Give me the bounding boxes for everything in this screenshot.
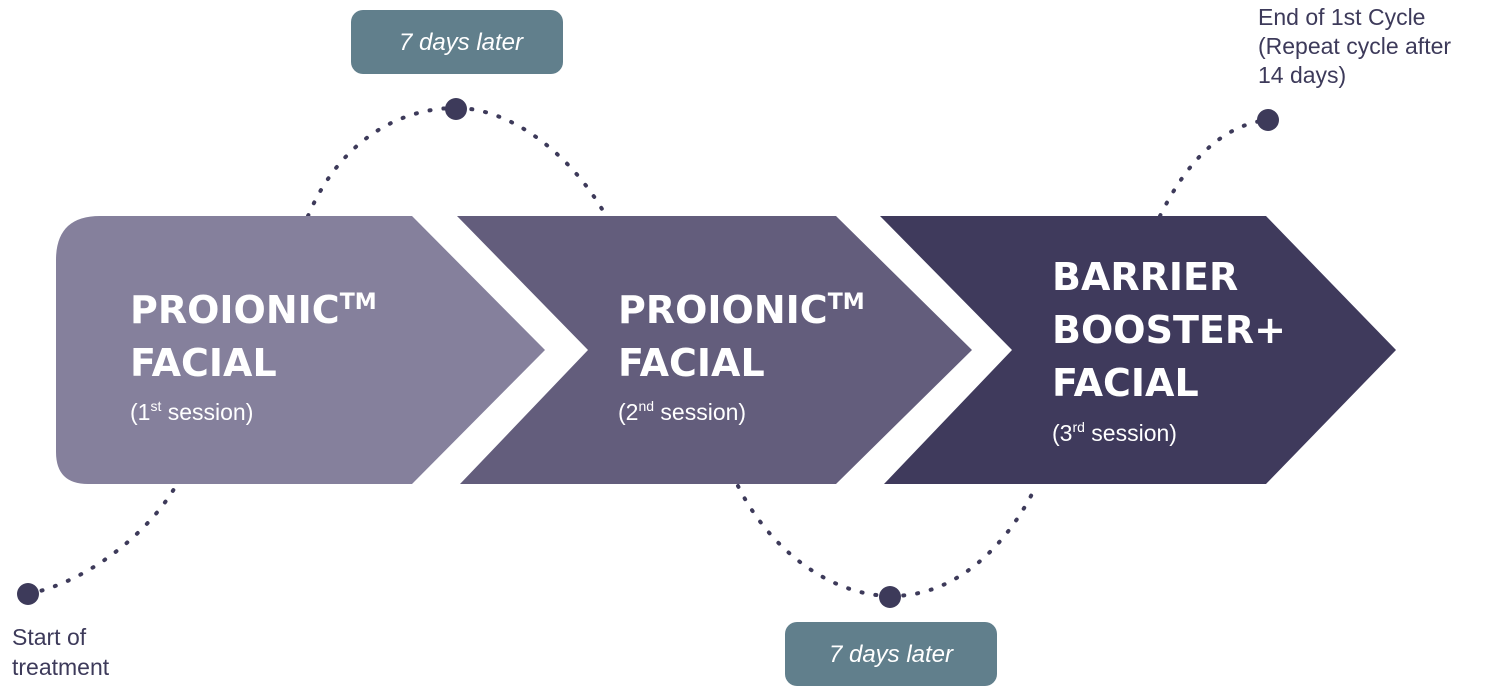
interval-tag-top-box xyxy=(351,10,563,74)
interval-tag-top: 7 days later xyxy=(351,10,563,74)
step-2-title-line2: FACIAL xyxy=(618,341,765,385)
timeline-dots xyxy=(17,98,1279,608)
end-caption: End of 1st Cycle (Repeat cycle after 14 … xyxy=(1258,4,1451,88)
interval-tag-bottom-text: 7 days later xyxy=(829,641,954,668)
step-3-title-line3: FACIAL xyxy=(1052,361,1199,405)
step-3-title-line2: BOOSTER+ xyxy=(1052,308,1286,352)
interval-tag-bottom-box xyxy=(785,622,997,686)
path-segment-bottom xyxy=(736,484,1038,599)
dot-day-14 xyxy=(879,586,901,608)
dot-start xyxy=(17,583,39,605)
interval-tag-top-text: 7 days later xyxy=(399,29,524,56)
step-3-session: (3rd session) xyxy=(1052,419,1177,446)
dot-day-7 xyxy=(445,98,467,120)
step-2-session: (2nd session) xyxy=(618,398,746,425)
step-2-title-line1: PROIONICTM xyxy=(618,288,865,332)
end-caption-line3: 14 days) xyxy=(1258,62,1346,88)
start-caption-line1: Start of xyxy=(12,624,87,650)
step-arrow-1 xyxy=(56,216,545,484)
start-caption-line2: treatment xyxy=(12,654,110,680)
step-1-session: (1st session) xyxy=(130,398,253,425)
step-1-label: PROIONICTM FACIAL (1st session) xyxy=(130,288,377,425)
end-caption-line1: End of 1st Cycle xyxy=(1258,4,1425,30)
end-caption-line2: (Repeat cycle after xyxy=(1258,33,1451,59)
path-segment-end xyxy=(1158,118,1270,218)
step-1-title-line1: PROIONICTM xyxy=(130,288,377,332)
step-3-label: BARRIER BOOSTER+ FACIAL (3rd session) xyxy=(1052,255,1286,446)
step-arrow-2 xyxy=(457,216,972,484)
step-1-title-line2: FACIAL xyxy=(130,341,277,385)
start-caption: Start of treatment xyxy=(12,624,110,680)
dot-end xyxy=(1257,109,1279,131)
interval-tag-bottom: 7 days later xyxy=(785,622,997,686)
step-arrows xyxy=(56,216,1396,484)
step-3-title-line1: BARRIER xyxy=(1052,255,1238,299)
step-arrow-3 xyxy=(880,216,1396,484)
path-segment-start xyxy=(26,480,180,596)
path-segment-top xyxy=(306,105,608,218)
step-2-label: PROIONICTM FACIAL (2nd session) xyxy=(618,288,865,425)
